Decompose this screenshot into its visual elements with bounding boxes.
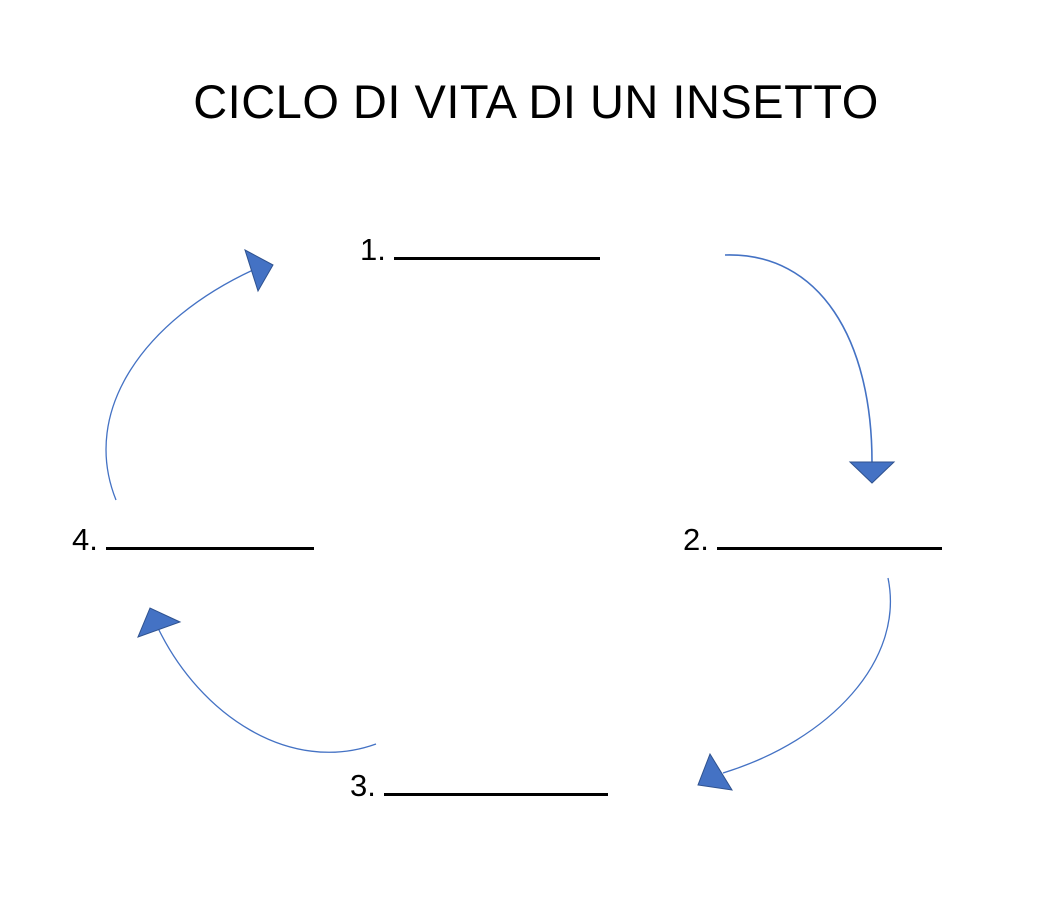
step-2-number: 2. xyxy=(683,522,709,557)
arrow-1-to-2 xyxy=(724,254,896,484)
step-2-blank-line[interactable] xyxy=(716,521,942,550)
step-4-label: 4. xyxy=(72,521,314,555)
arrow-4-to-1 xyxy=(105,248,274,501)
step-1-label: 1. xyxy=(360,231,600,265)
step-2-label: 2. xyxy=(683,521,942,555)
step-3-number: 3. xyxy=(350,768,376,803)
step-1-number: 1. xyxy=(360,232,386,267)
step-1-blank-line[interactable] xyxy=(393,231,600,260)
step-3-label: 3. xyxy=(350,767,608,801)
step-4-number: 4. xyxy=(72,522,98,557)
step-4-blank-line[interactable] xyxy=(105,521,314,550)
page-title: CICLO DI VITA DI UN INSETTO xyxy=(193,75,879,128)
arrow-2-to-3 xyxy=(697,577,891,791)
arrow-3-to-4 xyxy=(137,607,377,753)
step-3-blank-line[interactable] xyxy=(383,767,608,796)
